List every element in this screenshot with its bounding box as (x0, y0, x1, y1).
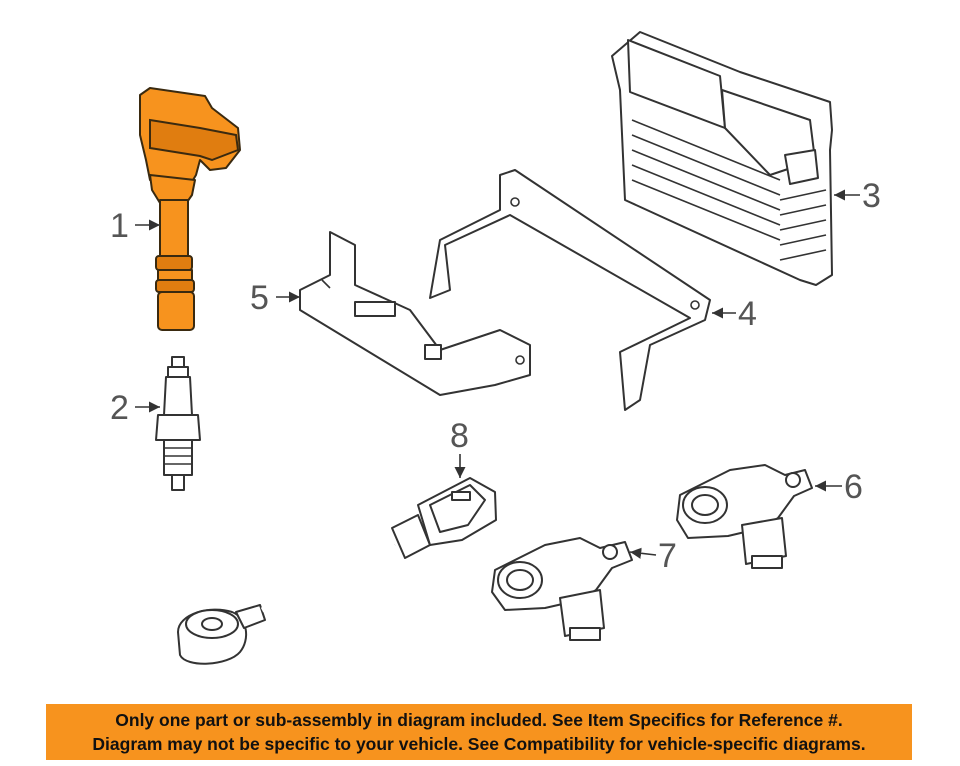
ecu-bracket-part[interactable] (429, 169, 711, 411)
mounting-bracket-part[interactable] (299, 231, 531, 396)
callout-1: 1 (110, 207, 129, 245)
camshaft-sensor-part-7[interactable] (491, 537, 633, 641)
parts-diagram: 1 2 3 4 5 6 7 8 (110, 31, 881, 665)
ecu-module-part[interactable] (611, 31, 833, 286)
disclaimer-line-2: Diagram may not be specific to your vehi… (92, 734, 866, 754)
callout-6: 6 (844, 468, 863, 506)
callout-5: 5 (250, 279, 269, 317)
disclaimer-banner: Only one part or sub-assembly in diagram… (46, 704, 912, 760)
callout-8: 8 (450, 417, 469, 455)
arrow-icon (629, 547, 657, 559)
ignition-coil-part[interactable] (139, 87, 241, 331)
callout-labels: 1 2 3 4 5 6 7 8 (110, 177, 881, 575)
callout-2: 2 (110, 389, 129, 427)
callout-7: 7 (658, 537, 677, 575)
spark-plug-part[interactable] (155, 356, 201, 491)
callout-3: 3 (862, 177, 881, 215)
knock-sensor-part[interactable] (177, 477, 497, 665)
callout-4: 4 (738, 295, 757, 333)
disclaimer-line-1: Only one part or sub-assembly in diagram… (115, 710, 843, 730)
leader-lines (135, 189, 860, 559)
camshaft-sensor-part-6[interactable] (676, 464, 813, 569)
